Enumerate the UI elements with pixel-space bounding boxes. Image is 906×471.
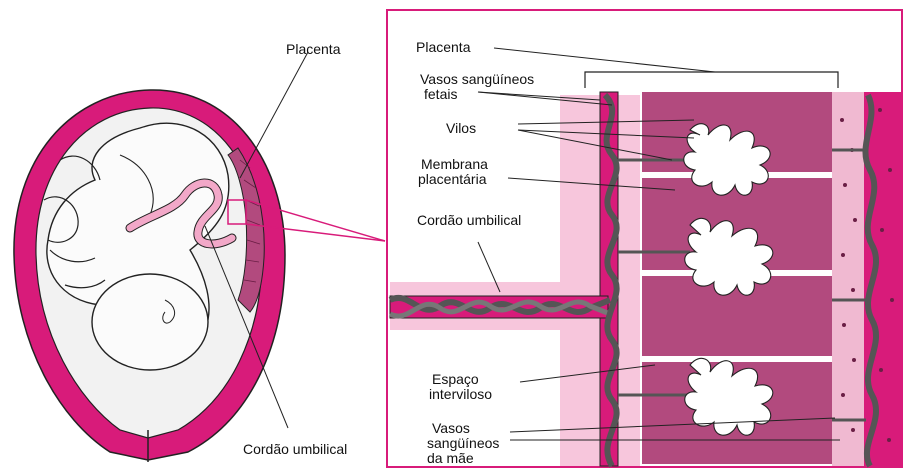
label-cord-left: Cordão umbilical <box>243 442 347 457</box>
label-membrane-line1: Membrana <box>421 157 488 172</box>
uterus-illustration <box>14 52 385 462</box>
villi <box>684 124 773 436</box>
label-maternal-vessels-line2: sangüíneos <box>427 436 499 451</box>
label-maternal-vessels-line3: da mãe <box>427 451 474 466</box>
label-fetal-vessels-line2: fetais <box>424 87 457 102</box>
label-intervillous-line2: interviloso <box>429 387 492 402</box>
label-intervillous-line1: Espaço <box>432 372 479 387</box>
label-membrane-line2: placentária <box>418 172 487 187</box>
label-cord-right: Cordão umbilical <box>417 213 521 228</box>
label-villi: Vilos <box>446 121 476 136</box>
label-maternal-vessels-line1: Vasos <box>432 421 470 436</box>
label-placenta-left: Placenta <box>286 42 340 57</box>
fetus-head <box>92 274 208 370</box>
label-fetal-vessels-line1: Vasos sangüíneos <box>420 72 534 87</box>
label-placenta-right: Placenta <box>416 40 470 55</box>
